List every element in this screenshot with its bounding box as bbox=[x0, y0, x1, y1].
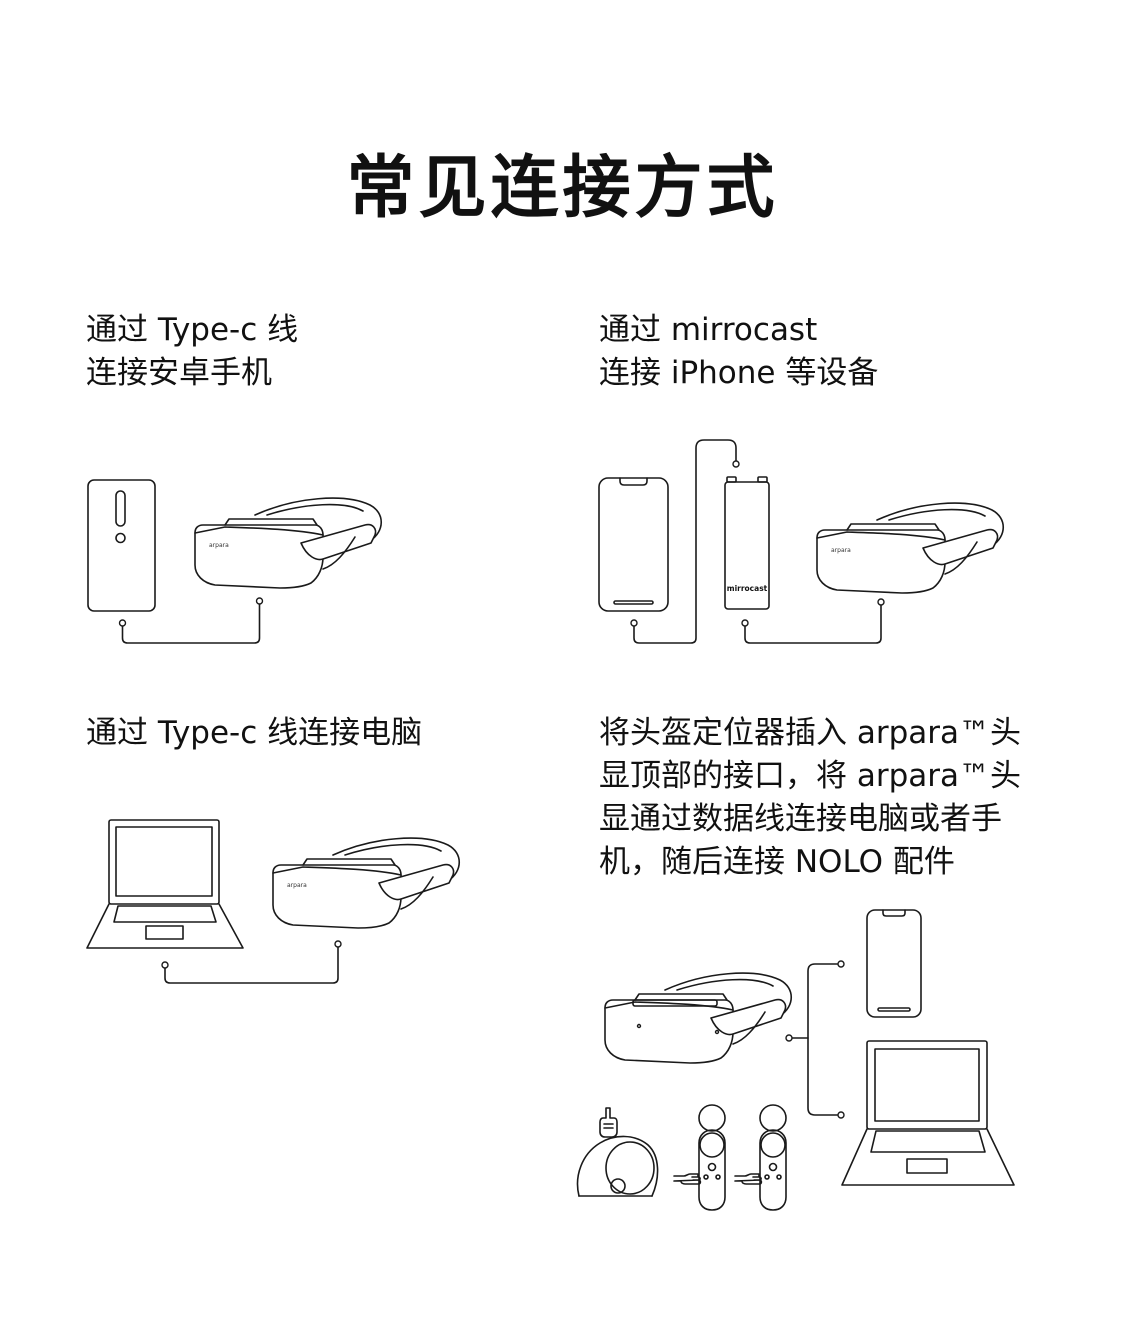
caption-line: 连接 iPhone 等设备 bbox=[599, 355, 879, 391]
caption-line: 机，随后连接 NOLO 配件 bbox=[599, 844, 955, 880]
cables bbox=[786, 961, 844, 1118]
pc-connection-diagram: arpara bbox=[80, 810, 460, 1000]
laptop-icon bbox=[842, 1041, 1014, 1185]
caption-line: 通过 Type-c 线 bbox=[86, 312, 299, 348]
android-connection-diagram: arpara bbox=[80, 470, 400, 660]
mirrocast-label: mirrocast bbox=[727, 584, 768, 593]
vr-headset-icon: arpara bbox=[817, 503, 1003, 593]
caption-nolo: 将头盔定位器插入 arpara™头 显顶部的接口，将 arpara™头 显通过数… bbox=[599, 712, 1021, 884]
vr-headset-icon bbox=[605, 973, 791, 1063]
hand-pointer-icon bbox=[674, 1174, 700, 1184]
vr-headset-icon: arpara bbox=[273, 838, 459, 928]
page-title: 常见连接方式 bbox=[346, 149, 779, 228]
nolo-controller-icon bbox=[699, 1105, 725, 1210]
headset-brand-label: arpara bbox=[209, 542, 229, 549]
headset-brand-label: arpara bbox=[287, 882, 307, 889]
caption-pc: 通过 Type-c 线连接电脑 bbox=[86, 712, 422, 755]
type-c-cable bbox=[162, 941, 341, 983]
cables bbox=[631, 440, 884, 643]
caption-mirrocast: 通过 mirrocast 连接 iPhone 等设备 bbox=[599, 309, 878, 395]
caption-line: 显通过数据线连接电脑或者手 bbox=[599, 801, 1002, 837]
type-c-cable bbox=[120, 598, 263, 643]
caption-line: 通过 Type-c 线连接电脑 bbox=[86, 715, 423, 751]
caption-android: 通过 Type-c 线 连接安卓手机 bbox=[86, 309, 298, 395]
nolo-controller-icon bbox=[760, 1105, 786, 1210]
caption-line: 连接安卓手机 bbox=[86, 355, 272, 391]
iphone-icon bbox=[599, 478, 668, 611]
mirrocast-dongle-icon: mirrocast bbox=[725, 477, 769, 609]
hand-pointer-icon bbox=[600, 1108, 617, 1137]
vr-headset-icon: arpara bbox=[195, 498, 381, 588]
caption-line: 通过 mirrocast bbox=[599, 312, 818, 348]
android-phone-icon bbox=[88, 480, 155, 611]
laptop-icon bbox=[87, 820, 243, 948]
hand-pointer-icon bbox=[735, 1174, 761, 1184]
headset-brand-label: arpara bbox=[831, 547, 851, 554]
caption-line: 将头盔定位器插入 arpara™头 bbox=[599, 715, 1022, 751]
nolo-connection-diagram bbox=[570, 900, 1030, 1220]
iphone-icon bbox=[867, 910, 921, 1017]
caption-line: 显顶部的接口，将 arpara™头 bbox=[599, 758, 1022, 794]
nolo-base-station-icon bbox=[578, 1136, 658, 1196]
mirrocast-connection-diagram: mirrocast arpara bbox=[590, 430, 1010, 660]
